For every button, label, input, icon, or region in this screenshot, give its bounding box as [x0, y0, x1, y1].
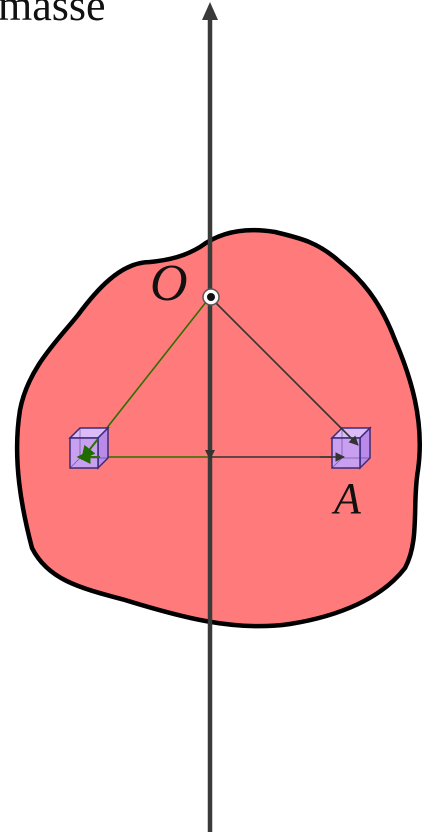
mass-A-cube [330, 426, 372, 470]
point-A-label: A [331, 474, 362, 523]
axis-foot-marker [205, 450, 215, 460]
vector-O-to-A-tip [339, 426, 359, 446]
axis-label: masse [0, 0, 106, 30]
rigid-body [14, 227, 423, 629]
point-O-marker [202, 288, 220, 306]
vector-O-to-A [209, 296, 359, 446]
point-O-label: O [150, 255, 188, 312]
left-mass-cube [68, 426, 110, 470]
axis-arrowhead [202, 2, 218, 20]
